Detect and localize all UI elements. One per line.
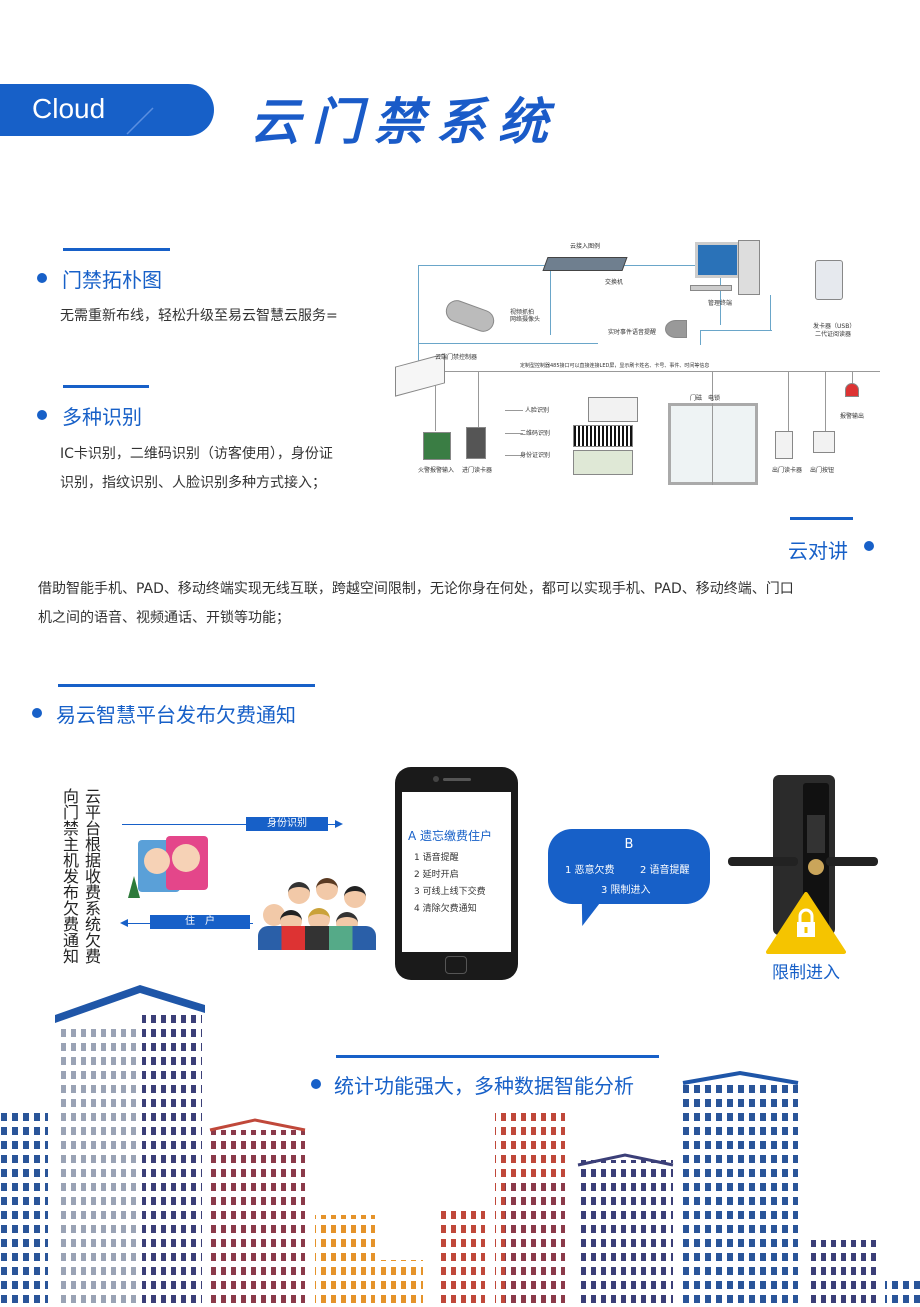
cloud-badge: Cloud (0, 84, 214, 136)
exit-reader-device (775, 431, 793, 459)
city-skyline-illustration (0, 985, 920, 1307)
camera-icon (433, 776, 439, 782)
page-title: 云门禁系统 (250, 92, 560, 151)
section-underline (63, 248, 170, 251)
bullet-dot-icon (37, 273, 47, 283)
phone-item: 1 语音提醒 (414, 853, 459, 863)
cloud-badge-label: Cloud (32, 93, 106, 124)
alarm-light-device (845, 383, 859, 397)
exit-button-device (813, 431, 835, 453)
fingerprint-sensor (808, 859, 824, 875)
section-underline (63, 385, 149, 388)
qr-code-image (573, 425, 633, 447)
fire-alarm-device (423, 432, 451, 460)
recognition-title: 多种识别 (62, 405, 142, 429)
card-issuer-device (815, 260, 843, 300)
phone-item: 3 可线上线下交费 (414, 887, 486, 897)
face-recognition-image (588, 397, 638, 422)
entry-reader-device (466, 427, 486, 459)
topology-title: 门禁拓朴图 (62, 268, 162, 292)
residents-crowd-illustration (258, 874, 376, 950)
intercom-text-line2: 机之间的语音、视频通话、开锁等功能； (38, 610, 290, 626)
keyboard (690, 285, 732, 291)
arrow-line-right (122, 824, 337, 825)
pc-tower (738, 240, 760, 295)
bullet-dot-icon (864, 541, 874, 551)
bubble-line2: 3 限制进入 (601, 885, 651, 896)
bubble-heading: B (624, 837, 634, 852)
padlock-warning-icon (766, 892, 846, 954)
arrears-title: 易云智慧平台发布欠费通知 (56, 703, 296, 727)
phone-item: 4 清除欠费通知 (414, 904, 477, 914)
speaker-device (665, 320, 687, 338)
pc-monitor (695, 242, 740, 278)
id-cards-illustration (128, 836, 224, 898)
handle-right (826, 857, 878, 866)
statistics-title: 统计功能强大，多种数据智能分析 (334, 1070, 638, 1099)
bullet-dot-icon (32, 708, 42, 718)
speech-bubble: B 1 恶意欠费 2 语音提醒 3 限制进入 (548, 829, 710, 904)
arrow-right-icon (335, 820, 343, 828)
phone-screen: A 遗忘缴费住户 1 语音提醒 2 延时开启 3 可线上线下交费 4 清除欠费通… (402, 792, 511, 952)
bubble-line1-a: 1 恶意欠费 (565, 865, 615, 876)
speaker-grille (443, 778, 471, 781)
glass-door (668, 403, 758, 485)
bullet-dot-icon (311, 1079, 321, 1089)
arrow-left-icon (120, 919, 128, 927)
keypad (807, 815, 825, 853)
home-button (445, 956, 467, 974)
section-underline (336, 1055, 659, 1058)
resident-arrow-label: 住 户 (150, 915, 250, 929)
recognition-text-line2: 识别，指纹识别、人脸识别多种方式接入； (60, 475, 326, 491)
section-underline (58, 684, 315, 687)
access-control-topology-diagram: 云接入图例 交换机 管理终端 发卡器（USB） 二代证阅读器 视频抓拍 网络摄像… (390, 235, 880, 490)
id-card-image (573, 450, 633, 475)
topology-text: 无需重新布线，轻松升级至易云智慧云服务= (60, 308, 338, 324)
bullet-dot-icon (37, 410, 47, 420)
recognition-text-line1: IC卡识别，二维码识别（访客使用），身份证 (60, 446, 333, 462)
switch-device (542, 257, 628, 271)
phone-heading: A 遗忘缴费住户 (408, 829, 493, 843)
intercom-text-line1: 借助智能手机、PAD、移动终端实现无线互联，跨越空间限制，无论你身在何处，都可以… (38, 581, 794, 597)
slash-decoration-icon (126, 107, 154, 135)
intercom-title: 云对讲 (788, 539, 848, 563)
phone-item: 2 延时开启 (414, 870, 459, 880)
camera-device (442, 297, 498, 335)
bubble-line1-b: 2 语音提醒 (640, 865, 690, 876)
handle-left (728, 857, 798, 866)
smartphone: A 遗忘缴费住户 1 语音提醒 2 延时开启 3 可线上线下交费 4 清除欠费通… (395, 767, 518, 980)
section-underline (790, 517, 853, 520)
identity-arrow-label: 身份识别 (246, 817, 328, 831)
restrict-entry-caption: 限制进入 (772, 963, 840, 983)
arrears-vertical-col2: 向门禁主机发布欠费通知 (60, 788, 79, 964)
arrears-vertical-col1: 云平台根据收费系统欠费 (82, 788, 101, 964)
